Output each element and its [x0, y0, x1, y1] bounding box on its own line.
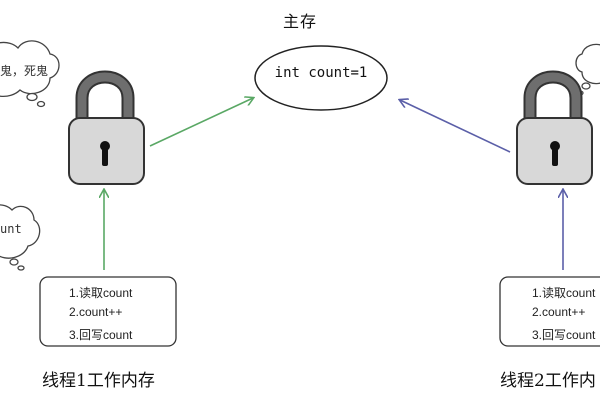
- thread1-steps-box: [39, 276, 177, 347]
- thought-cloud-top-icon: [0, 40, 60, 108]
- main-memory-ellipse: [254, 45, 388, 111]
- thread2-step-writeback: 3.回写count: [532, 328, 596, 342]
- lock-left-icon: [68, 70, 145, 185]
- thread2-step-read: 1.读取count: [532, 286, 596, 300]
- arrow-left-lock-to-memory: [149, 98, 253, 147]
- thought-cloud-bottom-icon: [0, 204, 41, 271]
- thread1-step-increment: 2.count++: [69, 305, 123, 319]
- thread2-caption: 线程2工作内: [500, 371, 596, 391]
- thread2-steps-box: [499, 276, 600, 347]
- cloud-top-text: 鬼，死鬼: [0, 64, 49, 78]
- cloud-bottom-text: unt: [0, 222, 22, 236]
- thread2-step-increment: 2.count++: [532, 305, 586, 319]
- thread1-step-read: 1.读取count: [69, 286, 133, 300]
- thread1-caption: 线程1工作内存: [42, 371, 155, 391]
- arrow-right-lock-to-memory: [400, 100, 511, 153]
- lock-right-icon: [516, 70, 593, 185]
- main-memory-title: 主存: [282, 12, 317, 31]
- thread1-step-writeback: 3.回写count: [69, 328, 133, 342]
- main-memory-text: int count=1: [274, 65, 368, 81]
